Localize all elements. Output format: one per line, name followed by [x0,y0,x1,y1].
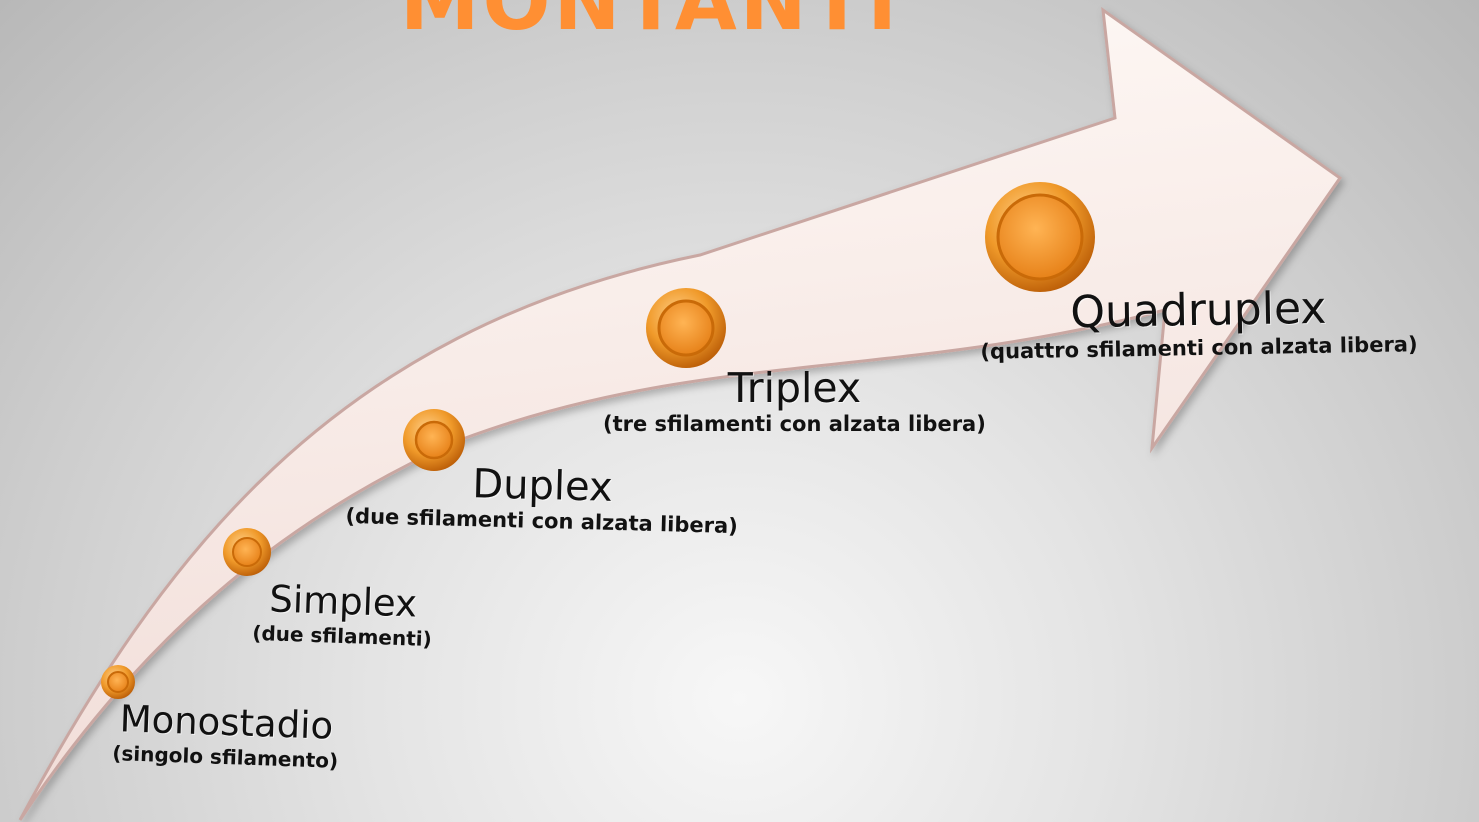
orange-ring-icon [646,288,726,368]
stage-quadruplex: Quadruplex (quattro sfilamenti con alzat… [979,282,1418,365]
stage-description: (tre sfilamenti con alzata libera) [603,412,986,437]
orange-ring-icon [985,182,1095,292]
orange-ring-icon [101,665,135,699]
page-title: MONTANTI [399,0,901,48]
orange-ring-icon [403,409,465,471]
stage-duplex: Duplex (due sfilamenti con alzata libera… [345,460,739,539]
stage-name: Duplex [471,461,614,511]
stage-monostadio: Monostadio (singolo sfilamento) [112,697,340,772]
stage-triplex: Triplex (tre sfilamenti con alzata liber… [603,364,986,437]
stage-simplex: Simplex (due sfilamenti) [252,577,434,651]
stage-markers [101,182,1095,699]
stage-name: Triplex [727,364,862,412]
stage-name: Quadruplex [1069,282,1327,339]
stage-name: Monostadio [119,697,334,748]
stage-name: Simplex [268,577,418,626]
orange-ring-icon [223,528,271,576]
